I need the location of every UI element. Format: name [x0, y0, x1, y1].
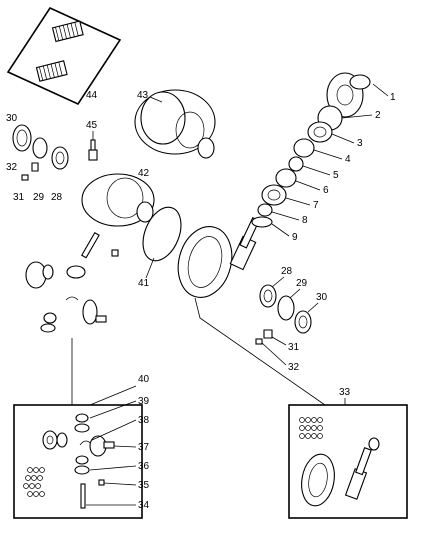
- pinion-shaft-small: [81, 231, 119, 259]
- callout-45: 45: [86, 120, 98, 131]
- bearing-cup-30-left: [12, 124, 32, 152]
- callout-2: 2: [375, 110, 381, 121]
- callout-32-right: 32: [288, 362, 300, 373]
- callout-7: 7: [313, 200, 319, 211]
- bolt-45: [88, 139, 98, 161]
- bearing-cup-4: [293, 138, 315, 158]
- bearing-cup-6: [275, 168, 297, 188]
- callout-29-left: 29: [33, 192, 45, 203]
- callout-28-right: 28: [281, 266, 293, 277]
- differential-case-43: [134, 89, 216, 159]
- callout-38: 38: [138, 415, 150, 426]
- callout-41: 41: [138, 278, 150, 289]
- callout-31-right: 31: [288, 342, 300, 353]
- kit-box-33: [288, 404, 408, 519]
- callout-44: 44: [86, 90, 98, 101]
- kit-box-40: [13, 404, 143, 519]
- callout-35: 35: [138, 480, 150, 491]
- callout-43: 43: [137, 90, 149, 101]
- shim-29-right: [277, 295, 295, 321]
- callout-33: 33: [339, 387, 351, 398]
- callout-42: 42: [138, 168, 150, 179]
- kit-40-parts: [23, 413, 115, 509]
- callout-36: 36: [138, 461, 150, 472]
- callout-5: 5: [333, 170, 339, 181]
- bearing-28-right: [259, 284, 277, 308]
- callout-39: 39: [138, 396, 150, 407]
- ring-gear: [177, 226, 233, 298]
- case-half-42: [81, 173, 155, 227]
- callout-4: 4: [345, 154, 351, 165]
- callout-32-left: 32: [6, 162, 18, 173]
- bearing-28-left: [51, 146, 69, 170]
- callout-29-right: 29: [296, 278, 308, 289]
- shim-8: [257, 203, 273, 217]
- callout-3: 3: [357, 138, 363, 149]
- lock-31-left: [31, 162, 39, 172]
- kit-33-parts: [299, 417, 380, 507]
- bearing-3: [307, 121, 333, 143]
- callout-40: 40: [138, 374, 150, 385]
- callout-6: 6: [323, 185, 329, 196]
- lock-31-right: [263, 329, 273, 339]
- leader-to-kit-33: [194, 297, 326, 406]
- collapsible-spacer-9: [251, 216, 273, 228]
- callout-30-left: 30: [6, 113, 18, 124]
- callout-9: 9: [292, 232, 298, 243]
- callout-34: 34: [138, 500, 150, 511]
- callout-30-right: 30: [316, 292, 328, 303]
- callout-31-left: 31: [13, 192, 25, 203]
- spacer-5: [288, 156, 304, 172]
- bolt-32-left: [21, 174, 29, 181]
- shim-29-left: [32, 137, 48, 159]
- clutch-plate-kit-44: [6, 6, 122, 106]
- side-gear-group: [25, 261, 107, 333]
- bolt-32-right: [255, 338, 263, 345]
- bearing-cup-30-right: [294, 310, 312, 334]
- callout-8: 8: [302, 215, 308, 226]
- snap-ring-41: [142, 206, 182, 262]
- bearing-7: [261, 184, 287, 206]
- callout-1: 1: [390, 92, 396, 103]
- callout-28-left: 28: [51, 192, 63, 203]
- companion-flange-1: [326, 72, 371, 118]
- callout-37: 37: [138, 442, 150, 453]
